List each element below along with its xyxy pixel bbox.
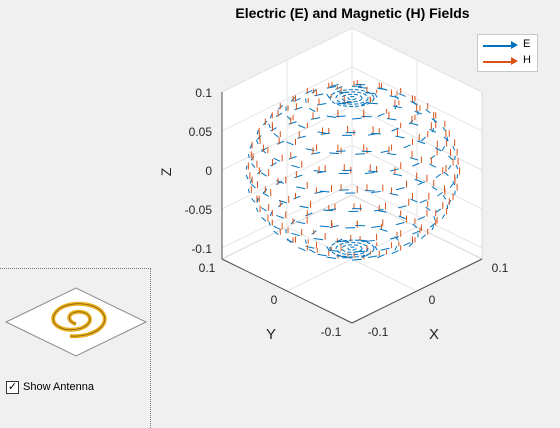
x-tick-label: 0 bbox=[429, 293, 436, 307]
e-field-arrow bbox=[246, 165, 247, 169]
arrow-right-icon bbox=[511, 41, 518, 49]
e-field-arrow bbox=[457, 174, 458, 178]
z-tick-labels: 0.1 0.05 0 -0.05 -0.1 bbox=[185, 86, 213, 256]
z-axis-label: Z bbox=[158, 167, 174, 176]
e-field-arrow bbox=[339, 190, 349, 191]
e-field-arrow bbox=[355, 154, 365, 155]
antenna-preview bbox=[0, 280, 160, 390]
z-tick-label: -0.05 bbox=[185, 203, 213, 217]
z-tick-label: 0.05 bbox=[189, 125, 213, 139]
z-tick-label: -0.1 bbox=[191, 242, 212, 256]
y-axis-label: Y bbox=[266, 326, 276, 343]
z-tick-label: 0.1 bbox=[195, 86, 212, 100]
e-field-arrow bbox=[329, 153, 339, 154]
show-antenna-checkbox[interactable]: ✓ bbox=[6, 381, 19, 394]
legend-label-e: E bbox=[523, 38, 530, 50]
z-tick-label: 0 bbox=[205, 164, 212, 178]
x-tick-label: 0.1 bbox=[492, 261, 509, 275]
e-field-arrow bbox=[306, 240, 307, 244]
legend[interactable]: E H bbox=[477, 34, 538, 72]
e-field-arrow bbox=[365, 190, 375, 191]
e-field-arrow bbox=[306, 98, 307, 102]
y-tick-label: -0.1 bbox=[321, 325, 342, 339]
show-antenna-label: Show Antenna bbox=[23, 381, 94, 393]
legend-entry-h: H bbox=[478, 54, 539, 70]
e-field-arrow bbox=[336, 116, 346, 117]
e-field-arrow bbox=[336, 151, 346, 152]
x-tick-label: -0.1 bbox=[368, 325, 389, 339]
y-tick-label: 0.1 bbox=[199, 261, 216, 275]
y-tick-label: 0 bbox=[271, 293, 278, 307]
legend-entry-e: E bbox=[478, 38, 539, 54]
legend-label-h: H bbox=[523, 54, 531, 66]
arrow-right-icon bbox=[511, 57, 518, 65]
x-axis-label: X bbox=[429, 326, 439, 343]
